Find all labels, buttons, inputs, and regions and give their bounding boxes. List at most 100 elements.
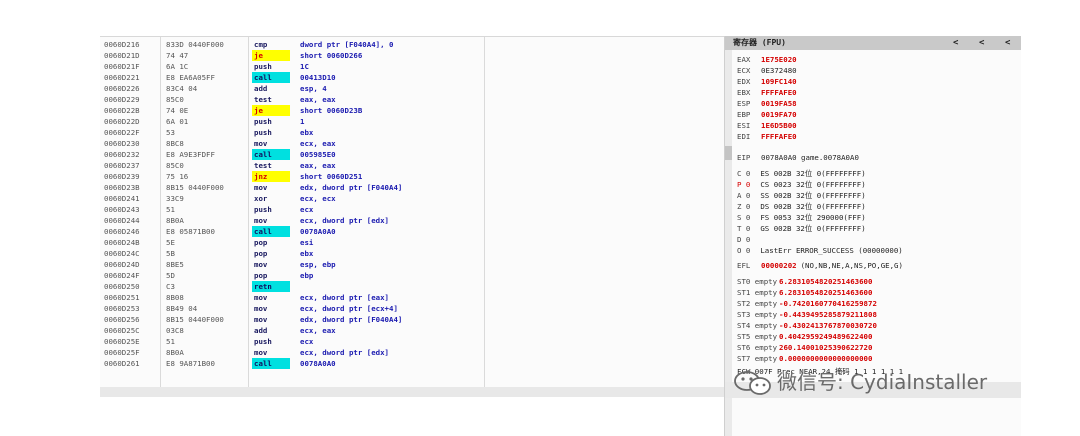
scrollbar-thumb[interactable]	[725, 146, 732, 160]
instruction-mnemonic: mov	[254, 315, 268, 324]
nav-left-icon[interactable]: <	[1005, 38, 1011, 48]
instruction-operands: ecx, ecx	[300, 194, 336, 203]
fpu-register-name: ST6 empty	[737, 343, 778, 352]
instruction-address: 0060D246	[104, 227, 140, 236]
instruction-operands: 00413D10	[300, 73, 336, 82]
instruction-bytes: 75 16	[166, 172, 189, 181]
instruction-bytes: 8BC8	[166, 139, 184, 148]
instruction-operands: 1	[300, 117, 305, 126]
instruction-operands: esp, 4	[300, 84, 327, 93]
register-name: ESI	[737, 121, 751, 130]
instruction-bytes: 85C0	[166, 161, 184, 170]
nav-left-icon[interactable]: <	[953, 38, 959, 48]
nav-left-icon[interactable]: <	[979, 38, 985, 48]
segment-info: SS 002B 32位 0(FFFFFFFF)	[760, 191, 866, 200]
flag-value: T 0	[737, 224, 751, 233]
instruction-mnemonic: add	[254, 326, 268, 335]
fpu-row[interactable]: ST2 empty-0.7420160770416259872	[737, 298, 877, 309]
instruction-mnemonic: call	[252, 149, 290, 160]
fcw-row[interactable]: FCW 007F Prec NEAR,24 掩码 1 1 1 1 1 1	[737, 366, 903, 377]
instruction-operands: ecx, dword ptr [eax]	[300, 293, 389, 302]
wechat-icon	[734, 371, 771, 395]
fpu-register-value: -0.7420160770416259872	[779, 299, 877, 308]
instruction-mnemonic: mov	[254, 304, 268, 313]
instruction-bytes: 5E	[166, 238, 175, 247]
registers-scrollbar[interactable]	[725, 50, 732, 436]
instruction-address: 0060D239	[104, 172, 140, 181]
register-name: ECX	[737, 66, 751, 75]
segment-info: LastErr ERROR_SUCCESS (00000000)	[760, 246, 903, 255]
flag-row[interactable]: D 0	[737, 234, 760, 245]
segment-info: GS 002B 32位 0(FFFFFFFF)	[760, 224, 866, 233]
fpu-row[interactable]: ST4 empty-0.4302413767870030720	[737, 320, 877, 331]
instruction-operands: ecx, eax	[300, 139, 336, 148]
instruction-bytes: 6A 01	[166, 117, 189, 126]
instruction-address: 0060D23B	[104, 183, 140, 192]
instruction-operands: ecx, dword ptr [ecx+4]	[300, 304, 398, 313]
instruction-mnemonic: cmp	[254, 40, 268, 49]
fpu-register-value: 0.4042959249489622400	[779, 332, 873, 341]
instruction-address: 0060D21D	[104, 51, 140, 60]
instruction-address: 0060D253	[104, 304, 140, 313]
flag-row[interactable]: T 0 GS 002B 32位 0(FFFFFFFF)	[737, 223, 866, 234]
fpu-row[interactable]: ST3 empty-0.4439495285879211808	[737, 309, 877, 320]
instruction-address: 0060D221	[104, 73, 140, 82]
instruction-mnemonic: mov	[254, 260, 268, 269]
fpu-register-value: -0.4439495285879211808	[779, 310, 877, 319]
registers-title-bar: 寄存器 (FPU) < < <	[725, 36, 1021, 50]
